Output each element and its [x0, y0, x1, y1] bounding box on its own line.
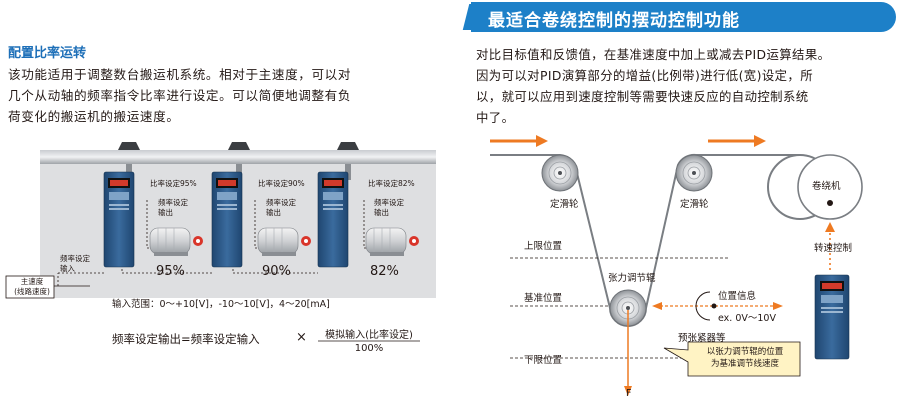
ratio-label: 比率设定90%	[258, 179, 305, 188]
left-paragraph-line: 几个从动轴的频率指令比率进行设定。可以简便地调整有负	[8, 88, 352, 103]
inverter-unit	[211, 171, 243, 268]
pulley-right-label: 定滑轮	[680, 199, 709, 210]
formula-numerator: 模拟输入(比率设定)	[325, 330, 413, 341]
web-arrow-head	[536, 135, 548, 147]
winder-label: 卷绕机	[812, 181, 841, 192]
note-text: 以张力调节辊的位置 为基准调节线速度	[690, 346, 800, 370]
fixed-pulley-right	[675, 154, 713, 192]
right-paragraph-line: 以，就可以应用到速度控制等需要快速反应的自动控制系统	[476, 89, 809, 104]
conveyor-pipe	[40, 150, 436, 164]
inverter-unit	[103, 171, 135, 268]
right-title: 最适合卷绕控制的摆动控制功能	[488, 11, 740, 31]
formula-denominator: 100%	[354, 343, 384, 354]
force-arrow-head	[624, 386, 632, 396]
main-speed-label-line: (线路速度)	[14, 287, 50, 296]
main-speed-box	[5, 275, 55, 299]
position-signal-head	[773, 302, 783, 310]
motor	[365, 227, 419, 256]
output-label-line: 输出	[374, 208, 389, 217]
pipe-clamp	[337, 142, 359, 180]
freq-input-label-line: 频率设定	[60, 254, 90, 263]
right-paragraph-line: 对比目标值和反馈值，在基准速度中加上或减去PID运算结果。	[476, 47, 831, 62]
freq-input-label: 频率设定 输入	[60, 254, 90, 274]
fixed-pulley-left	[541, 154, 579, 192]
output-label: 频率设定 输出	[374, 198, 404, 218]
note-callout	[663, 341, 801, 377]
pretension-label: 预张紧器等	[678, 333, 726, 344]
freq-input-label-line: 输入	[60, 264, 75, 273]
output-label: 频率设定 输出	[158, 198, 188, 218]
right-paragraph-line: 因为可以对PID演算部分的增益(比例带)进行低(宽)设定，所	[476, 68, 813, 83]
web-arrow-head	[754, 135, 766, 147]
main-speed-label: 主速度 (线路速度)	[8, 277, 56, 297]
left-paragraph-line: 该功能适用于调整数台搬运机系统。相对于主速度，可以对	[8, 67, 352, 82]
reference-position-label: 基准位置	[524, 293, 563, 304]
position-sensor-icon	[711, 303, 717, 309]
ratio-label: 比率设定82%	[368, 179, 415, 188]
speed-control-label: 转速控制	[814, 243, 853, 254]
motor	[149, 227, 203, 256]
input-range: 输入范围：0～+10[V]，-10～10[V]，4～20[mA]	[112, 299, 330, 310]
output-label-line: 输出	[266, 208, 281, 217]
ratio-label: 比率设定95%	[150, 179, 197, 188]
ratio-percent: 95%	[156, 264, 185, 279]
title-banner	[471, 2, 896, 32]
position-range-label: ex. 0V～10V	[718, 313, 776, 324]
left-heading: 配置比率运转	[8, 46, 87, 61]
upper-limit-label: 上限位置	[524, 241, 563, 252]
force-label: F	[626, 388, 632, 399]
tension-roller-label: 张力调节辊	[608, 273, 656, 284]
dancer-control-diagram	[490, 135, 863, 396]
pulley-left-label: 定滑轮	[550, 199, 579, 210]
output-label-line: 频率设定	[266, 198, 296, 207]
position-signal-head	[652, 302, 662, 310]
formula-times: ×	[296, 330, 307, 345]
speed-control-head	[825, 222, 835, 232]
signal-lines	[58, 200, 372, 274]
winder-drum	[797, 154, 863, 220]
output-label-line: 频率设定	[374, 198, 404, 207]
ratio-percent: 90%	[262, 264, 291, 279]
right-paragraph-line: 中了。	[476, 110, 515, 125]
formula-lhs: 频率设定输出=频率设定输入	[112, 332, 260, 346]
inverter-unit	[814, 274, 850, 360]
note-text-line: 以张力调节辊的位置	[706, 347, 784, 357]
right-paragraph: 对比目标值和反馈值，在基准速度中加上或减去PID运算结果。 因为可以对PID演算…	[476, 44, 830, 128]
position-info-label: 位置信息	[718, 291, 757, 302]
left-paragraph: 该功能适用于调整数台搬运机系统。相对于主速度，可以对 几个从动轴的频率指令比率进…	[8, 64, 351, 127]
ratio-operation-diagram	[5, 142, 436, 342]
main-speed-label-line: 主速度	[20, 277, 44, 286]
tension-roller	[609, 289, 647, 327]
output-label-line: 频率设定	[158, 198, 188, 207]
left-paragraph-line: 荷变化的搬运机的搬运速度。	[8, 109, 180, 124]
motor	[257, 227, 311, 256]
note-text-line: 为基准调节线速度	[710, 359, 779, 369]
lower-limit-label: 下限位置	[524, 355, 563, 366]
position-sensor-icon	[695, 291, 711, 321]
inverter-unit	[317, 171, 349, 268]
output-label-line: 输出	[158, 208, 173, 217]
output-label: 频率设定 输出	[266, 198, 296, 218]
ratio-percent: 82%	[370, 264, 399, 279]
